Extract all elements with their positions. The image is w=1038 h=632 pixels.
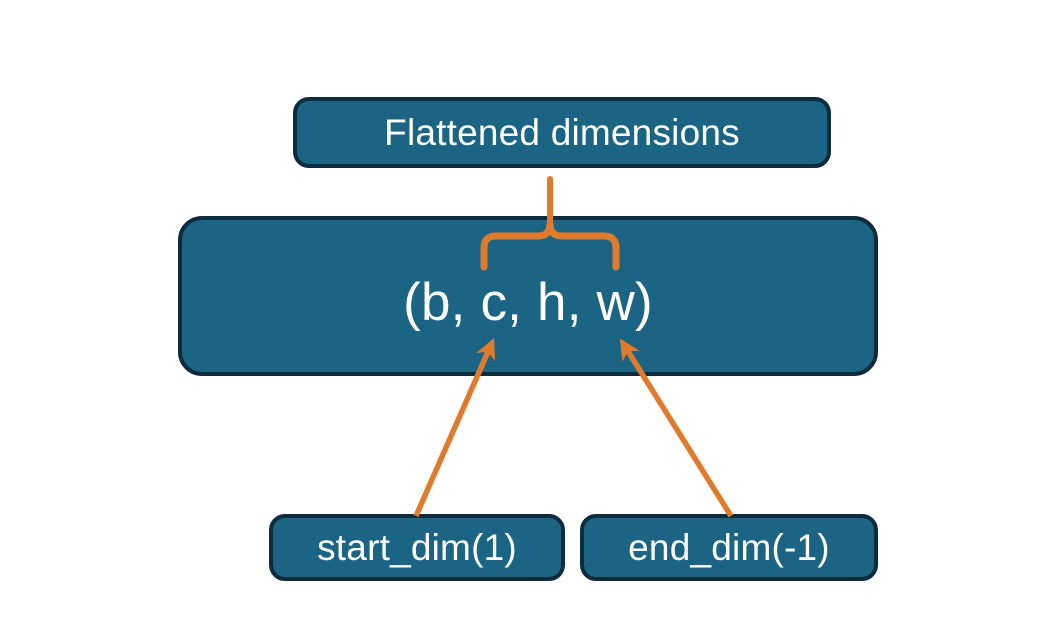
end-dim-box: end_dim(-1) — [580, 514, 878, 581]
end-dim-label: end_dim(-1) — [628, 527, 830, 568]
start-dim-box: start_dim(1) — [269, 514, 565, 581]
flattened-dimensions-box: Flattened dimensions — [293, 97, 831, 168]
start-dim-label: start_dim(1) — [317, 527, 517, 568]
tensor-shape-box: (b, c, h, w) — [178, 216, 878, 376]
tensor-shape-label: (b, c, h, w) — [403, 272, 653, 332]
flattened-dimensions-label: Flattened dimensions — [384, 112, 740, 153]
